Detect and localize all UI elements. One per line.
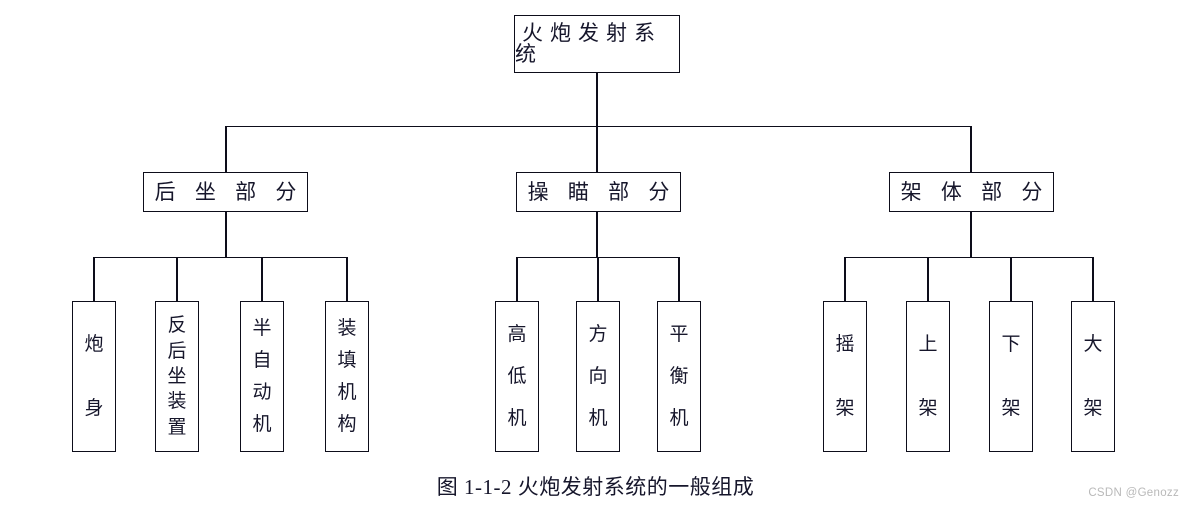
node-root: 火炮发射系统 [514, 15, 680, 73]
node-leaf-char: 置 [167, 416, 187, 438]
node-leaf-6: 方向机 [576, 301, 620, 452]
node-leaf-char: 自 [252, 350, 272, 372]
node-level2-label: 后 坐 部 分 [154, 179, 304, 204]
node-leaf-11: 大架 [1071, 301, 1115, 452]
node-leaf-char: 机 [507, 408, 527, 430]
node-leaf-char: 架 [835, 397, 855, 419]
node-leaf-char: 方 [588, 323, 608, 345]
edge-group-bus-3 [844, 257, 1094, 259]
node-leaf-char: 装 [337, 318, 357, 340]
node-leaf-4: 装填机构 [325, 301, 369, 452]
node-leaf-char: 机 [669, 408, 689, 430]
node-leaf-char: 反 [167, 315, 187, 337]
node-leaf-char: 装 [167, 391, 187, 413]
edge-level2-drop-1 [225, 126, 227, 172]
node-leaf-char: 机 [337, 381, 357, 403]
node-leaf-char: 坐 [167, 365, 187, 387]
node-leaf-char: 架 [918, 397, 938, 419]
node-leaf-char: 摇 [835, 334, 855, 356]
node-leaf-8: 摇架 [823, 301, 867, 452]
edge-leaf-drop-2 [176, 257, 178, 301]
node-level2-3: 架 体 部 分 [889, 172, 1054, 212]
node-leaf-char: 机 [252, 413, 272, 435]
node-leaf-char: 大 [1083, 334, 1103, 356]
node-leaf-5: 高低机 [495, 301, 539, 452]
node-leaf-7: 平衡机 [657, 301, 701, 452]
node-leaf-char: 填 [337, 350, 357, 372]
node-leaf-char: 构 [337, 413, 357, 435]
edge-leaf-drop-7 [678, 257, 680, 301]
node-level2-2: 操 瞄 部 分 [516, 172, 681, 212]
node-leaf-char: 半 [252, 318, 272, 340]
edge-leaf-drop-3 [261, 257, 263, 301]
node-leaf-char: 衡 [669, 365, 689, 387]
edge-level2-drop-3 [970, 126, 972, 172]
edge-level2-drop-2 [596, 126, 598, 172]
edge-leaf-drop-8 [844, 257, 846, 301]
figure-caption: 图 1-1-2 火炮发射系统的一般组成 [436, 475, 755, 499]
node-leaf-char: 动 [252, 381, 272, 403]
edge-leaf-drop-4 [346, 257, 348, 301]
edge-leaf-drop-10 [1010, 257, 1012, 301]
edge-group-bus-1 [93, 257, 348, 259]
node-leaf-3: 半自动机 [240, 301, 284, 452]
node-leaf-char: 高 [507, 323, 527, 345]
node-leaf-char: 架 [1001, 397, 1021, 419]
node-leaf-char: 低 [507, 365, 527, 387]
edge-leaf-drop-6 [597, 257, 599, 301]
node-leaf-10: 下架 [989, 301, 1033, 452]
node-leaf-char: 下 [1001, 334, 1021, 356]
node-leaf-char: 向 [588, 365, 608, 387]
node-leaf-char: 平 [669, 323, 689, 345]
edge-leaf-drop-9 [927, 257, 929, 301]
edge-level2-down-3 [970, 212, 972, 257]
node-level2-label: 操 瞄 部 分 [527, 179, 677, 204]
node-leaf-1: 炮身 [72, 301, 116, 452]
node-leaf-char: 上 [918, 334, 938, 356]
csdn-watermark: CSDN @Genozz [1088, 487, 1179, 499]
node-root-label: 火炮发射系统 [515, 21, 662, 66]
edge-leaf-drop-5 [516, 257, 518, 301]
node-leaf-char: 炮 [84, 334, 104, 356]
edge-leaf-drop-1 [93, 257, 95, 301]
node-leaf-char: 后 [167, 340, 187, 362]
node-leaf-char: 身 [84, 397, 104, 419]
node-leaf-2: 反后坐装置 [155, 301, 199, 452]
edge-level1-bus [225, 126, 972, 128]
node-level2-1: 后 坐 部 分 [143, 172, 308, 212]
edge-level2-down-1 [225, 212, 227, 257]
node-leaf-9: 上架 [906, 301, 950, 452]
node-leaf-char: 机 [588, 408, 608, 430]
edge-root-drop [596, 73, 598, 126]
node-leaf-char: 架 [1083, 397, 1103, 419]
edge-level2-down-2 [596, 212, 598, 257]
edge-leaf-drop-11 [1092, 257, 1094, 301]
node-level2-label: 架 体 部 分 [900, 179, 1050, 204]
